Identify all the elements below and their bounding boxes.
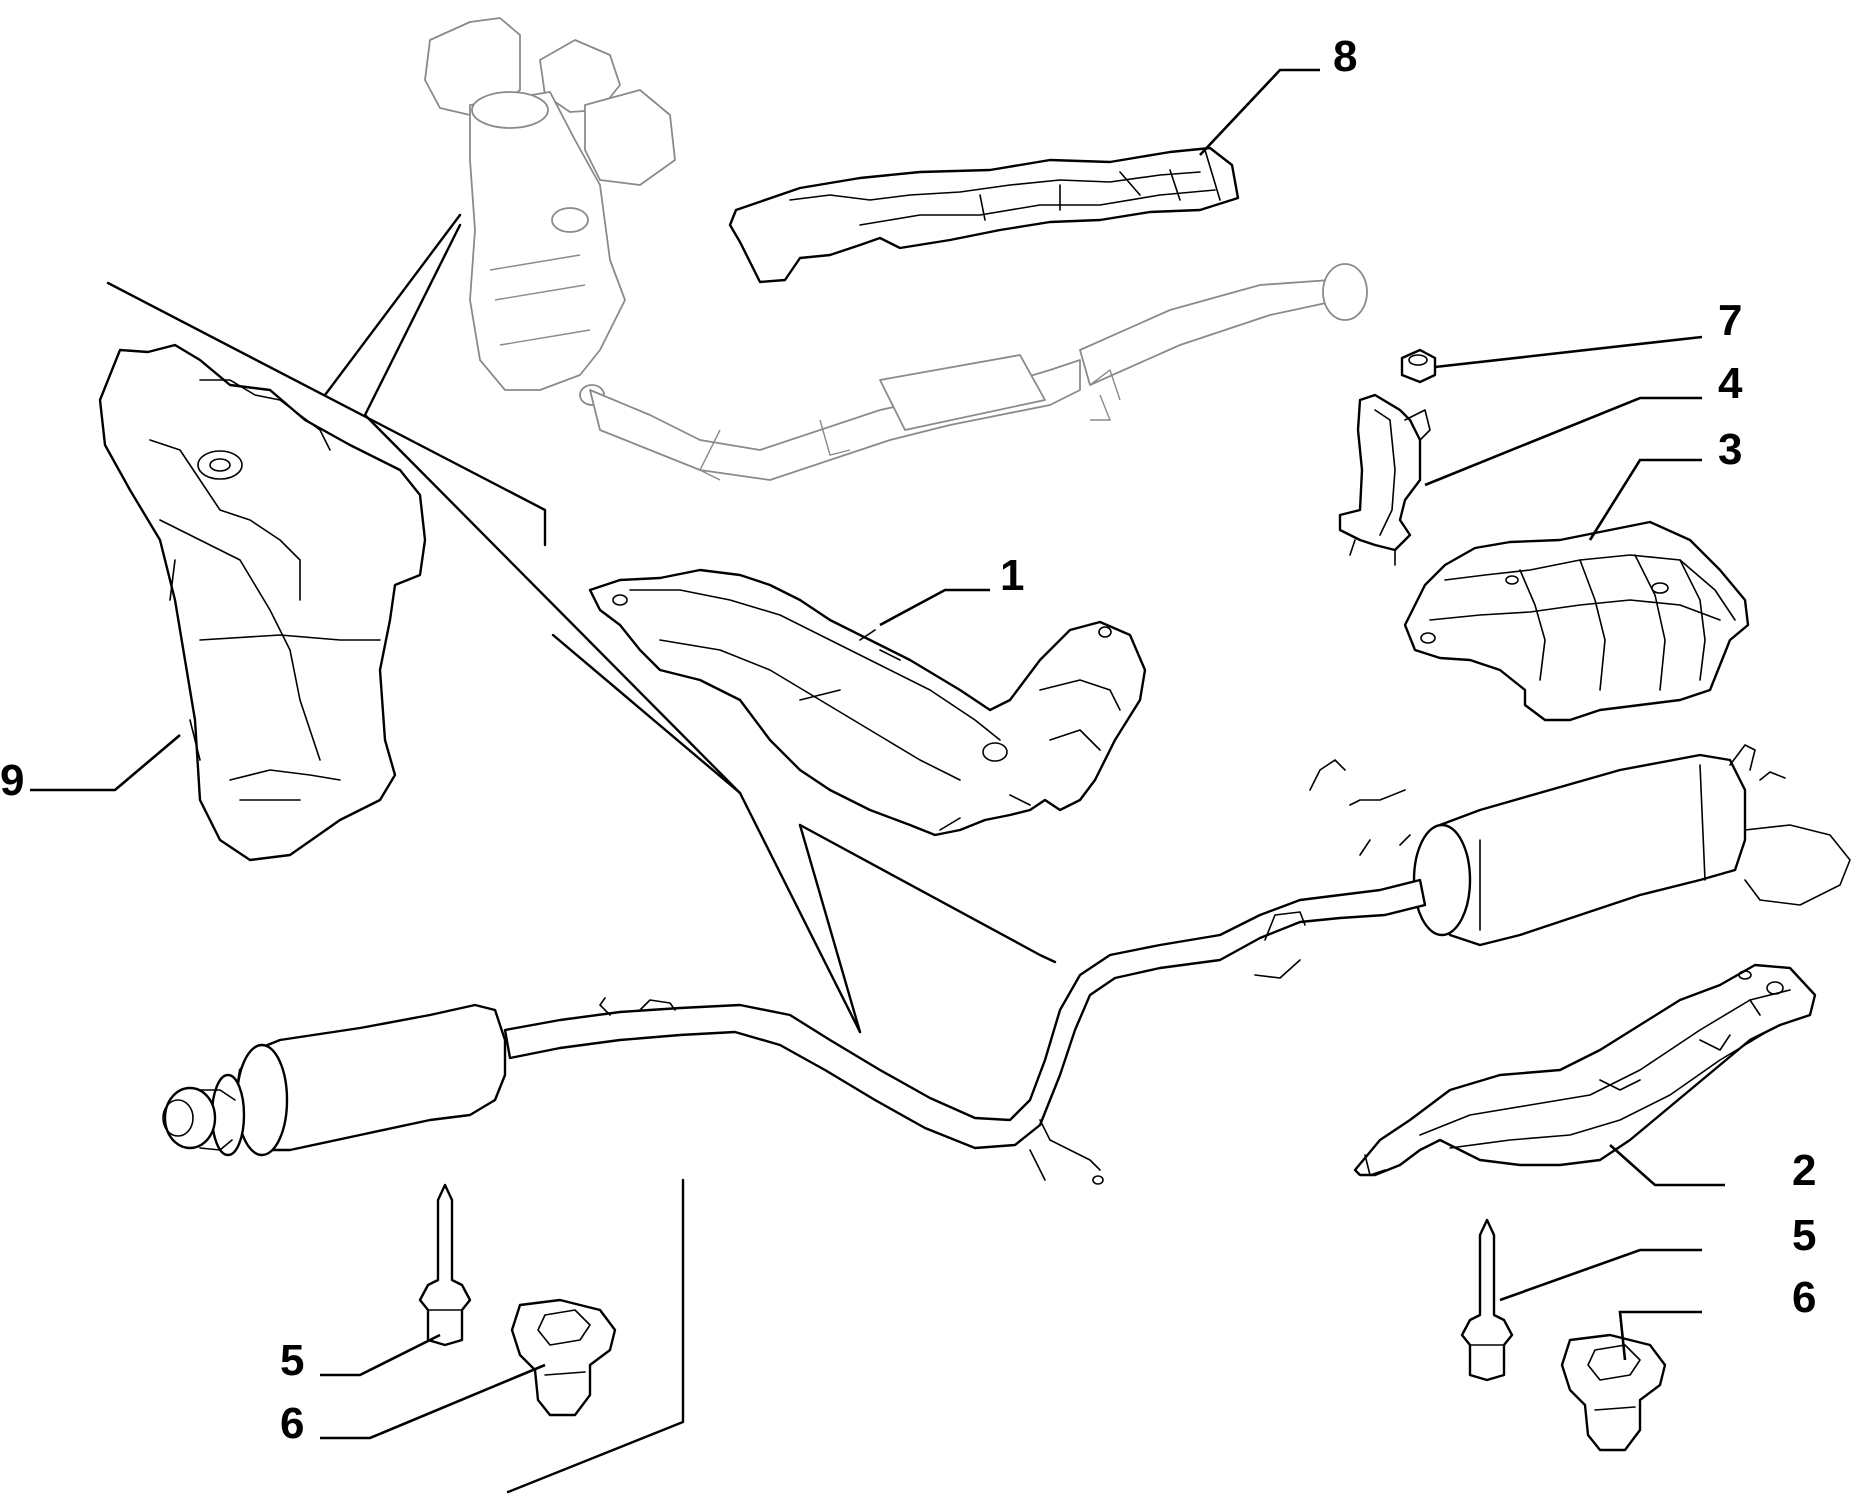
callout-7: 7 [1718, 296, 1742, 345]
stud-part-5-right [1460, 1218, 1514, 1382]
heat-shield-part-3 [1403, 520, 1750, 722]
exhaust-pipe-assembly [162, 878, 1427, 1185]
callout-9: 9 [0, 756, 24, 805]
catalytic-converter-assembly [424, 17, 1368, 481]
callout-3: 3 [1718, 425, 1742, 474]
stud-part-5-left [418, 1183, 472, 1347]
rubber-mount-part-6-left [510, 1298, 617, 1417]
callout-6-left: 6 [280, 1399, 304, 1448]
callout-2: 2 [1792, 1146, 1816, 1195]
heat-shield-part-1 [588, 568, 1147, 837]
callout-1: 1 [1000, 551, 1024, 600]
section-divider-lines [106, 213, 1057, 1494]
leader-lines [30, 68, 1725, 1440]
callout-5-right: 5 [1792, 1211, 1816, 1260]
bracket-part-4 [1338, 393, 1431, 566]
heat-shield-part-2 [1353, 963, 1817, 1177]
callout-labels: 8 7 4 3 1 9 2 5 6 5 6 [0, 32, 1816, 1448]
callout-8: 8 [1333, 32, 1357, 81]
heat-shield-part-8 [728, 146, 1240, 284]
callout-6-right: 6 [1792, 1273, 1816, 1322]
callout-4: 4 [1718, 359, 1743, 408]
nut-part-7 [1400, 348, 1437, 384]
heat-shield-part-9 [98, 343, 427, 862]
rear-silencer [1309, 744, 1851, 947]
rubber-mount-part-6-right [1560, 1333, 1667, 1452]
callout-5-left: 5 [280, 1336, 304, 1385]
